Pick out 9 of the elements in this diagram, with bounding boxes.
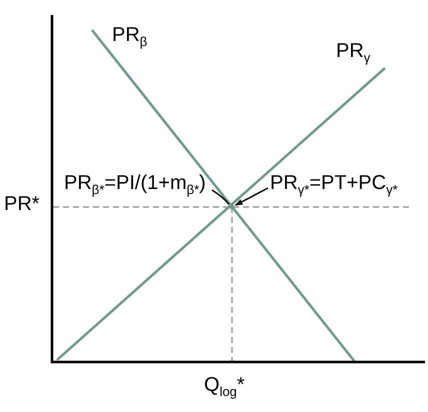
equation-label: PR$_{γ*}$=PT+PC$_{γ*}$ — [270, 172, 398, 198]
leader-line — [234, 187, 268, 206]
intersection-point — [230, 204, 234, 210]
axis-label: PR* — [4, 193, 40, 215]
curve-label: PR$_{β}$ — [112, 24, 148, 50]
equation-label: PR$_{β*}$=PI/(1+m$_{β*}$) — [64, 172, 206, 198]
curve-label: PR$_{γ}$ — [336, 40, 370, 66]
axis-label: Q$_{log}$* — [204, 374, 245, 400]
leader-line — [212, 189, 230, 205]
